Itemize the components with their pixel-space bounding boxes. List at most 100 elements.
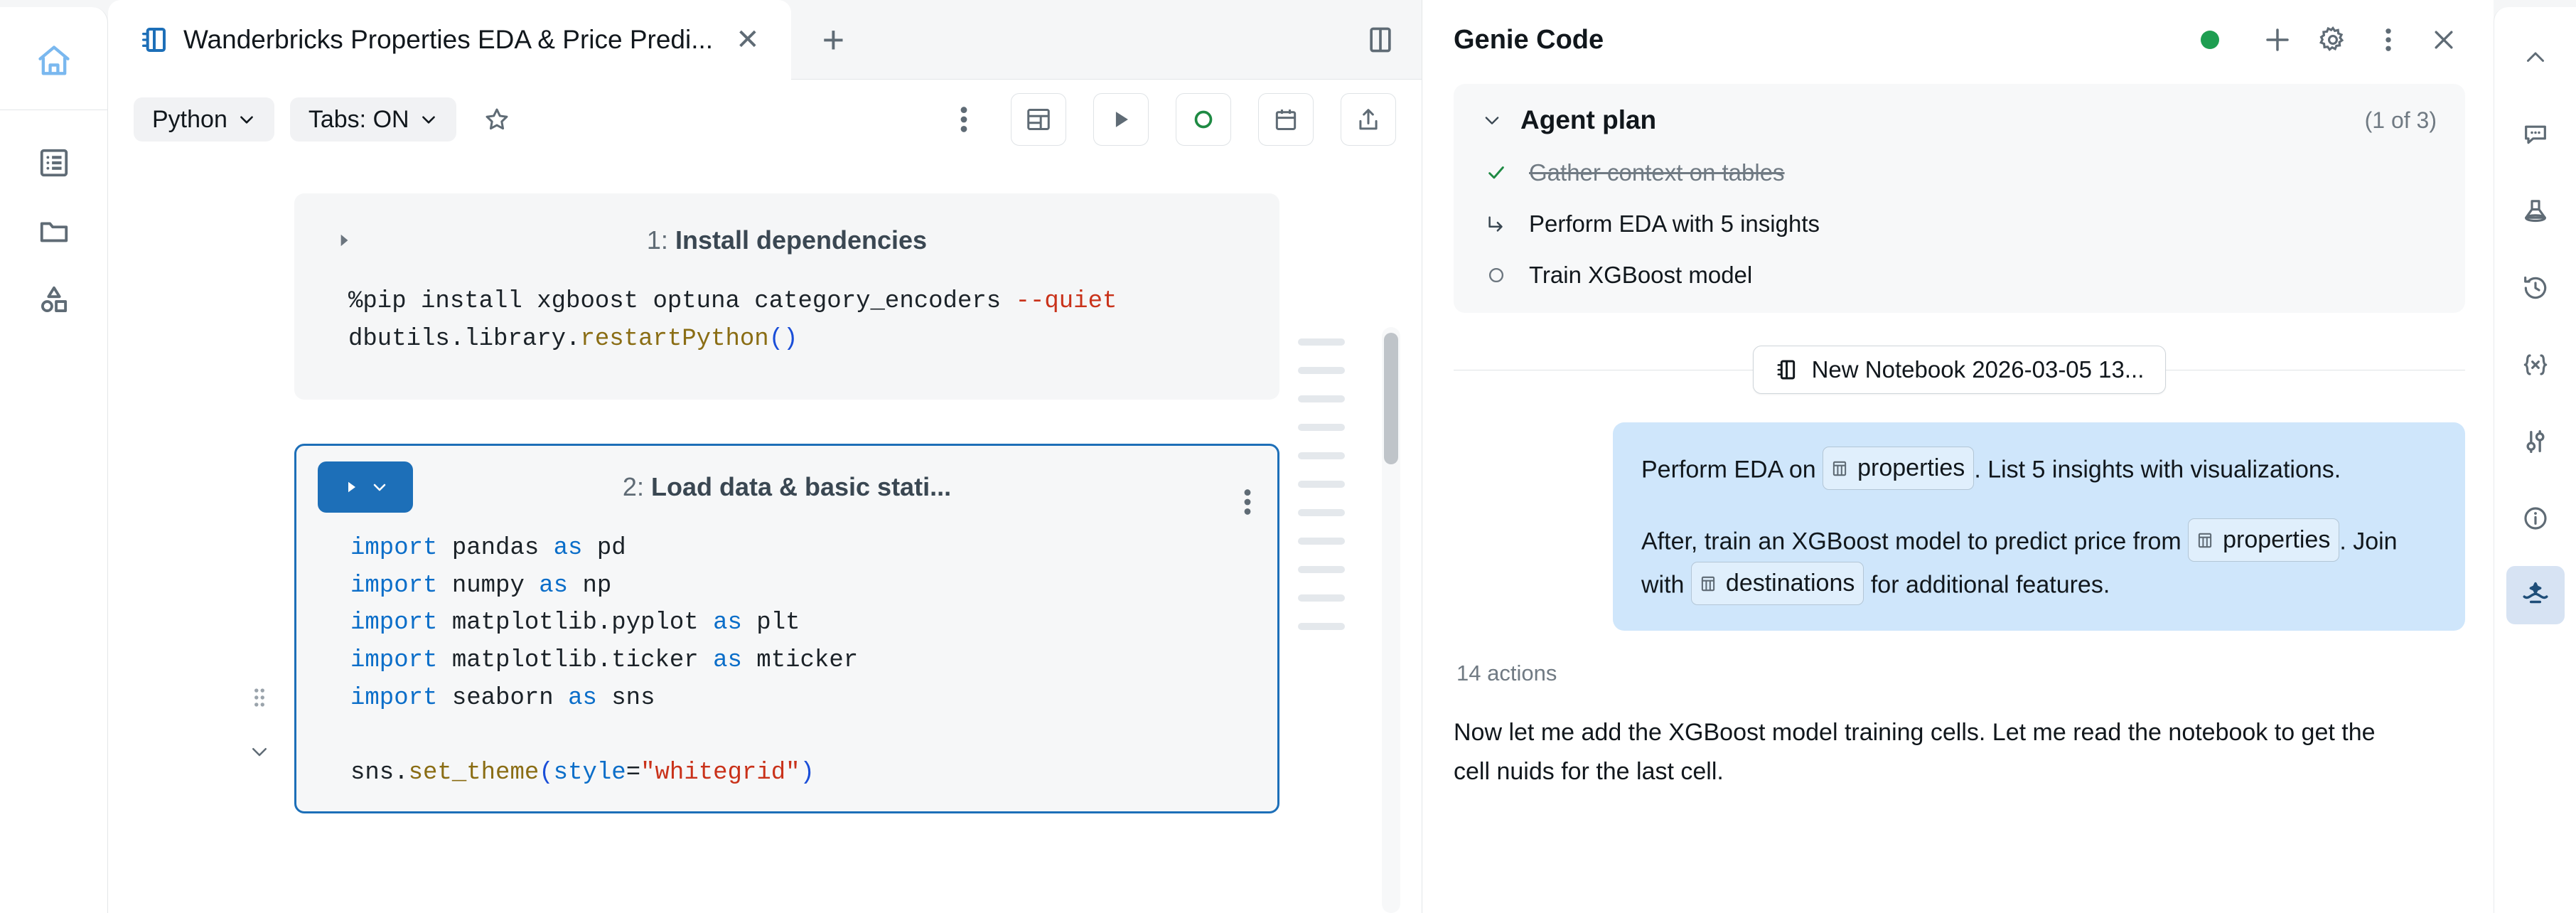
plan-item-gather-context[interactable]: Gather context on tables [1482, 159, 2437, 186]
tabs-setting-label: Tabs: ON [308, 105, 409, 133]
cell-code-2[interactable]: import pandas as pd import numpy as np i… [350, 535, 859, 787]
workspace-folder-icon [38, 215, 70, 247]
history-button[interactable] [2506, 259, 2565, 317]
close-icon[interactable]: ✕ [736, 24, 760, 55]
table-reference-properties-2[interactable]: properties [2188, 518, 2340, 562]
genie-code-panel: Genie Code [1422, 0, 2494, 913]
history-icon [2521, 274, 2550, 302]
user-message-paragraph-1: Perform EDA on properties . List 5 insig… [1641, 447, 2437, 491]
table-name: destinations [1725, 570, 1855, 597]
run-cell-button[interactable] [318, 461, 413, 513]
cell-code-1[interactable]: %pip install xgboost optuna category_enc… [348, 288, 1117, 353]
language-selector[interactable]: Python [134, 97, 274, 142]
assistant-icon [2521, 580, 2550, 610]
collapse-panel-button[interactable] [2506, 28, 2565, 87]
run-all-button[interactable] [1093, 93, 1149, 146]
agent-plan-progress: (1 of 3) [2364, 107, 2437, 133]
info-button[interactable] [2506, 489, 2565, 548]
split-view-icon[interactable] [1365, 24, 1396, 55]
experiment-icon [2521, 197, 2550, 225]
new-chat-icon[interactable] [2255, 17, 2300, 63]
user-message-bubble: Perform EDA on properties . List 5 insig… [1613, 422, 2465, 631]
experiments-button[interactable] [2506, 182, 2565, 240]
scrollbar-thumb[interactable] [1384, 333, 1398, 464]
right-icon-rail [2494, 7, 2576, 913]
expand-caret-icon[interactable] [323, 231, 365, 250]
plan-item-label: Gather context on tables [1529, 159, 1785, 186]
table-icon [2196, 531, 2214, 550]
schedule-icon [1272, 106, 1299, 133]
assistant-button[interactable] [2506, 566, 2565, 624]
language-label: Python [152, 105, 227, 133]
sliders-icon [2521, 427, 2550, 456]
plan-item-label: Perform EDA with 5 insights [1529, 210, 1820, 237]
minimap-mark [1298, 538, 1345, 545]
minimap-mark [1298, 509, 1345, 516]
arrow-branch-icon [1482, 213, 1510, 235]
cell-number: 2: [622, 472, 644, 501]
plan-item-label: Train XGBoost model [1529, 262, 1753, 288]
cell-header: 2: Load data & basic stati... [296, 461, 1277, 515]
chevron-down-icon [419, 110, 438, 129]
sidebar-item-catalog[interactable] [18, 129, 90, 197]
notebook-more-menu[interactable] [944, 97, 984, 142]
panel-title: Genie Code [1454, 24, 1604, 55]
minimap-mark [1298, 395, 1345, 402]
sidebar-item-workspace[interactable] [18, 197, 90, 265]
context-notebook-chip[interactable]: New Notebook 2026-03-05 13... [1752, 346, 2167, 394]
drag-handle-icon[interactable] [247, 685, 272, 710]
variables-button[interactable] [2506, 336, 2565, 394]
notebook-scrollbar[interactable] [1382, 327, 1400, 913]
user-message-paragraph-2: After, train an XGBoost model to predict… [1641, 518, 2437, 606]
msg-text: Perform EDA on [1641, 456, 1816, 484]
sidebar-item-models[interactable] [18, 265, 90, 333]
tab-bar-actions: + [790, 0, 1422, 80]
agent-response-text: Now let me add the XGBoost model trainin… [1454, 719, 2376, 786]
compute-status-icon [1191, 107, 1215, 132]
gear-icon[interactable] [2310, 17, 2356, 63]
favorite-star-icon[interactable] [472, 106, 522, 133]
genie-header: Genie Code [1422, 0, 2494, 80]
new-tab-button[interactable]: + [822, 18, 845, 61]
cell-title-text: Install dependencies [675, 225, 928, 255]
kebab-icon[interactable] [2366, 17, 2411, 63]
table-name: properties [2223, 526, 2331, 554]
tabs-setting-selector[interactable]: Tabs: ON [289, 97, 456, 142]
agent-plan-header[interactable]: Agent plan (1 of 3) [1482, 105, 2437, 135]
share-button[interactable] [1341, 93, 1396, 146]
table-icon [1699, 575, 1717, 593]
notebook-cell-2[interactable]: 2: Load data & basic stati... import pan… [294, 444, 1279, 813]
catalog-icon [38, 146, 70, 179]
table-reference-properties[interactable]: properties [1823, 447, 1975, 491]
chevron-down-icon [237, 110, 256, 129]
plan-item-train-model[interactable]: Train XGBoost model [1482, 262, 2437, 289]
sliders-button[interactable] [2506, 412, 2565, 471]
dashboard-button[interactable] [1011, 93, 1066, 146]
collapse-cell-caret-icon[interactable] [249, 741, 270, 762]
minimap-mark [1298, 367, 1345, 374]
notebook-toolbar: Python Tabs: ON [108, 80, 1422, 159]
context-notebook-label: New Notebook 2026-03-05 13... [1811, 356, 2145, 383]
cell-header: 1: Install dependencies [294, 218, 1279, 263]
minimap-mark [1298, 623, 1345, 630]
comments-button[interactable] [2506, 105, 2565, 164]
tab-notebook-wanderbricks[interactable]: Wanderbricks Properties EDA & Price Pred… [108, 0, 791, 80]
notebook-cell-1[interactable]: 1: Install dependencies %pip install xgb… [294, 193, 1279, 400]
table-reference-destinations[interactable]: destinations [1690, 562, 1864, 606]
table-name: properties [1857, 454, 1965, 481]
msg-text: for additional features. [1870, 571, 2110, 599]
actions-count-label[interactable]: 14 actions [1456, 661, 1557, 686]
agent-plan-title: Agent plan [1520, 105, 1657, 134]
cell-more-menu[interactable] [1243, 486, 1252, 518]
cell-number: 1: [646, 225, 668, 255]
schedule-button[interactable] [1258, 93, 1314, 146]
compute-status-button[interactable] [1176, 93, 1231, 146]
chevron-down-icon [1482, 110, 1502, 130]
status-indicator-dot [2201, 31, 2219, 49]
plan-item-perform-eda[interactable]: Perform EDA with 5 insights [1482, 210, 2437, 237]
run-all-icon [1109, 107, 1133, 132]
close-icon[interactable] [2421, 17, 2467, 63]
msg-text: . List 5 insights with visualizations. [1974, 456, 2341, 484]
home-icon[interactable] [18, 26, 90, 97]
